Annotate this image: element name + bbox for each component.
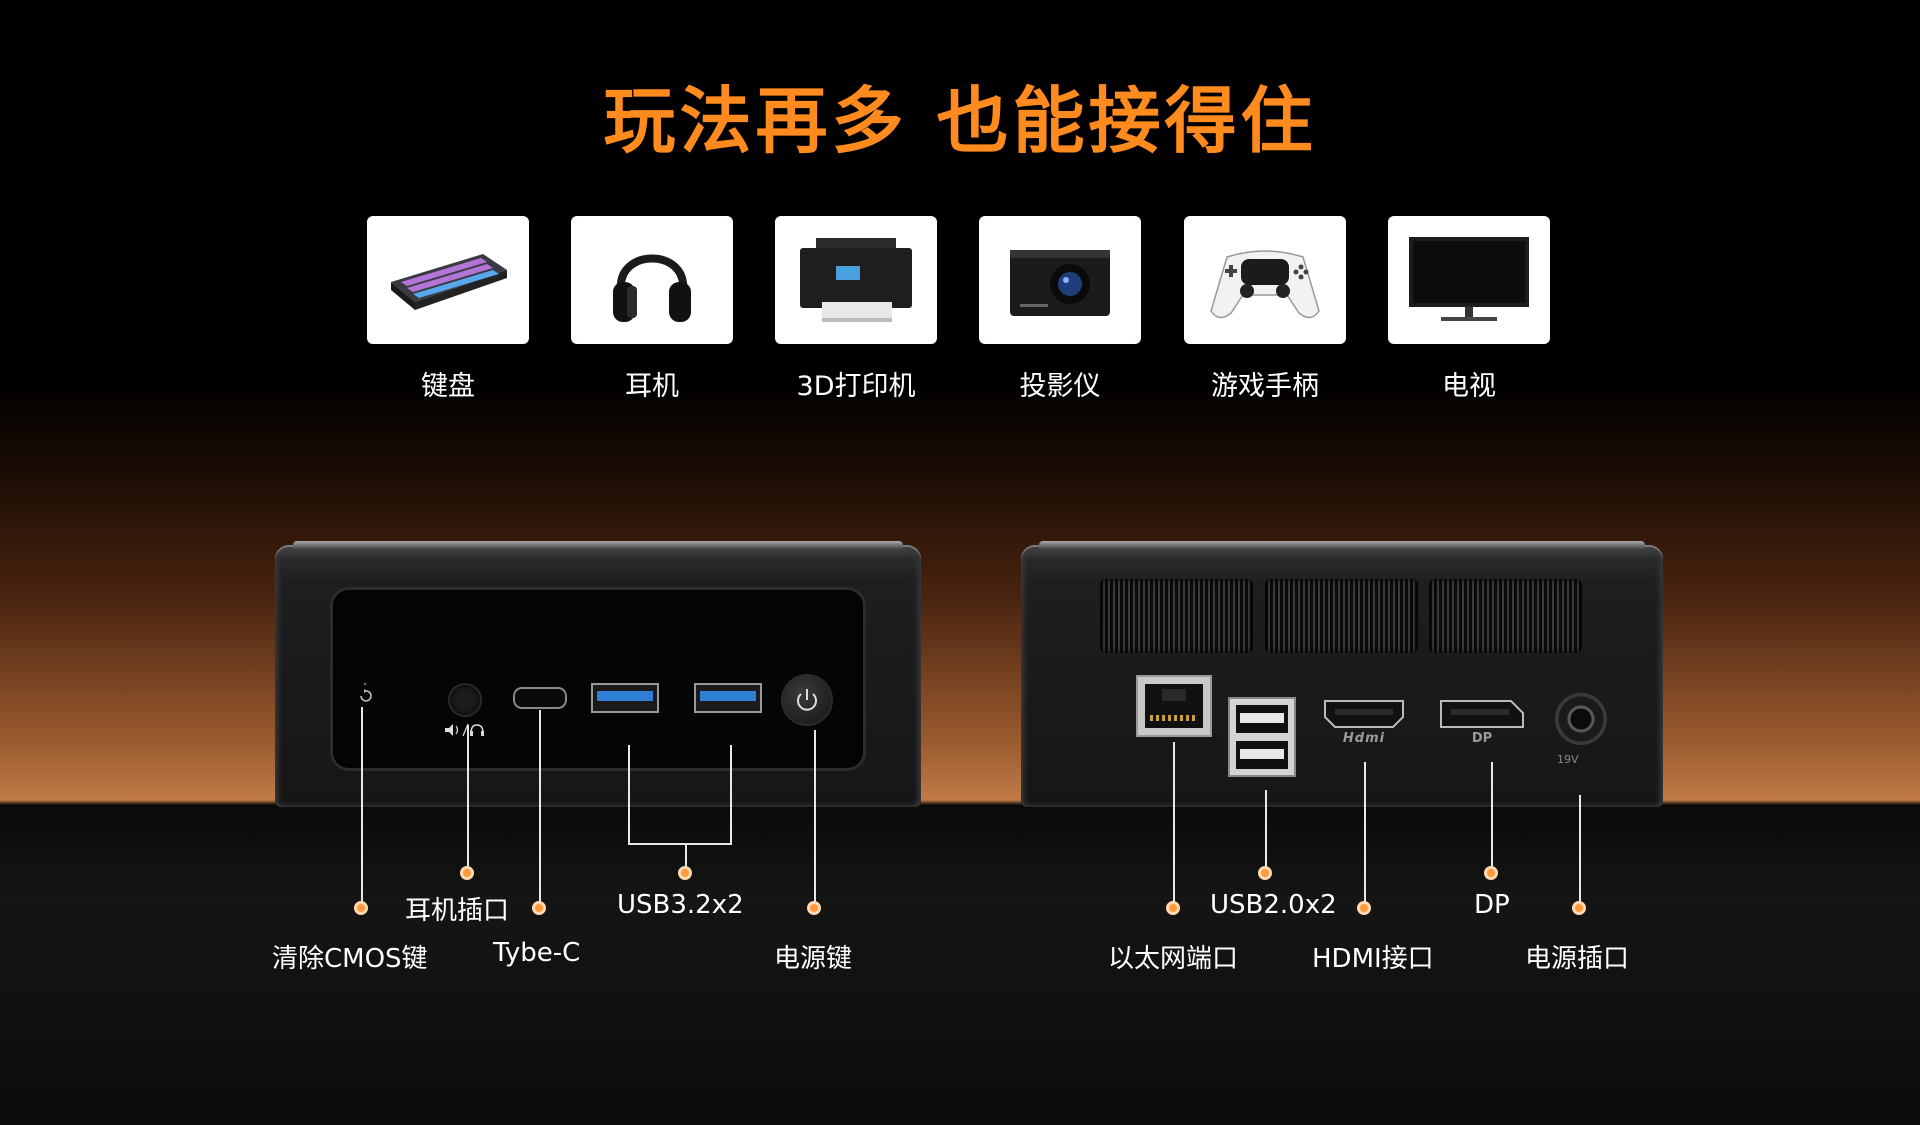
dp-logo: DP [1471, 731, 1493, 746]
callout-power-jack: 电源插口 [1525, 944, 1630, 974]
power-rating-label: 19V [1557, 753, 1579, 766]
callout-line [685, 843, 687, 867]
device-front [275, 541, 921, 807]
peripheral-label: 电视 [1442, 371, 1496, 402]
callout-line [1173, 742, 1175, 904]
tv-icon [1388, 216, 1550, 344]
callout-dot [1166, 901, 1180, 915]
callout-line [1579, 795, 1581, 904]
clear-cmos-button[interactable] [353, 680, 377, 708]
peripheral-tv: 电视 [1388, 216, 1550, 403]
peripheral-printer: 3D打印机 [775, 216, 937, 403]
ethernet-port[interactable] [1136, 675, 1212, 737]
vent-grille [1429, 579, 1582, 653]
page-title: 玩法再多 也能接得住 [603, 79, 1317, 163]
power-jack[interactable] [1555, 693, 1607, 745]
usb-c-port[interactable] [513, 687, 567, 709]
power-button[interactable] [783, 676, 831, 724]
callout-line [1491, 762, 1493, 868]
callout-line [467, 725, 469, 869]
callout-dot [1484, 866, 1498, 880]
vent-grille [1100, 579, 1253, 653]
callout-line [1265, 790, 1267, 868]
callout-dot [1258, 866, 1272, 880]
device-rear: Hdmi DP 19V [1021, 541, 1663, 807]
callout-type-c: Tybe-C [493, 938, 581, 968]
callout-dot [678, 866, 692, 880]
peripheral-label: 投影仪 [1019, 371, 1101, 402]
keyboard-icon [367, 216, 529, 344]
peripheral-label: 耳机 [625, 371, 679, 402]
callout-dot [807, 901, 821, 915]
callout-hdmi: HDMI接口 [1312, 944, 1434, 974]
peripheral-label: 键盘 [421, 371, 475, 402]
callout-bracket [628, 843, 732, 845]
callout-dp: DP [1474, 890, 1510, 920]
callout-clear-cmos: 清除CMOS键 [272, 944, 428, 974]
headset-icon [443, 722, 487, 737]
callout-line [1364, 762, 1366, 904]
usb3-port[interactable] [591, 683, 659, 713]
callout-line [814, 730, 816, 904]
peripheral-label: 游戏手柄 [1211, 371, 1319, 402]
peripheral-keyboard: 键盘 [367, 216, 529, 403]
usb3-port[interactable] [694, 683, 762, 713]
callout-line [730, 745, 732, 845]
headphone-jack[interactable] [450, 685, 480, 715]
vent-grille [1265, 579, 1418, 653]
callout-dot [1357, 901, 1371, 915]
callout-ethernet: 以太网端口 [1108, 944, 1239, 974]
callout-usb20: USB2.0x2 [1210, 890, 1337, 920]
peripheral-headphones: 耳机 [571, 216, 733, 403]
callout-dot [460, 866, 474, 880]
callout-usb32: USB3.2x2 [617, 890, 744, 920]
peripheral-projector: 投影仪 [979, 216, 1141, 403]
callout-line [361, 707, 363, 907]
displayport-port[interactable] [1439, 697, 1525, 729]
front-panel [333, 590, 863, 768]
peripheral-label: 3D打印机 [796, 371, 916, 402]
peripheral-gamepad: 游戏手柄 [1184, 216, 1346, 403]
device-lid [293, 541, 903, 549]
callout-dot [532, 901, 546, 915]
callout-power-button: 电源键 [774, 944, 853, 974]
headphones-icon [571, 216, 733, 344]
hdmi-port[interactable] [1323, 697, 1405, 729]
device-lid [1039, 541, 1645, 549]
hdmi-logo: Hdmi [1342, 731, 1386, 746]
callout-line [539, 710, 541, 904]
gamepad-icon [1184, 216, 1346, 344]
printer-icon [775, 216, 937, 344]
callout-line [628, 745, 630, 845]
usb2-port-stack[interactable] [1228, 697, 1296, 777]
callout-headphone-jack: 耳机插口 [405, 896, 510, 926]
callout-dot [1572, 901, 1586, 915]
projector-icon [979, 216, 1141, 344]
callout-dot [354, 901, 368, 915]
